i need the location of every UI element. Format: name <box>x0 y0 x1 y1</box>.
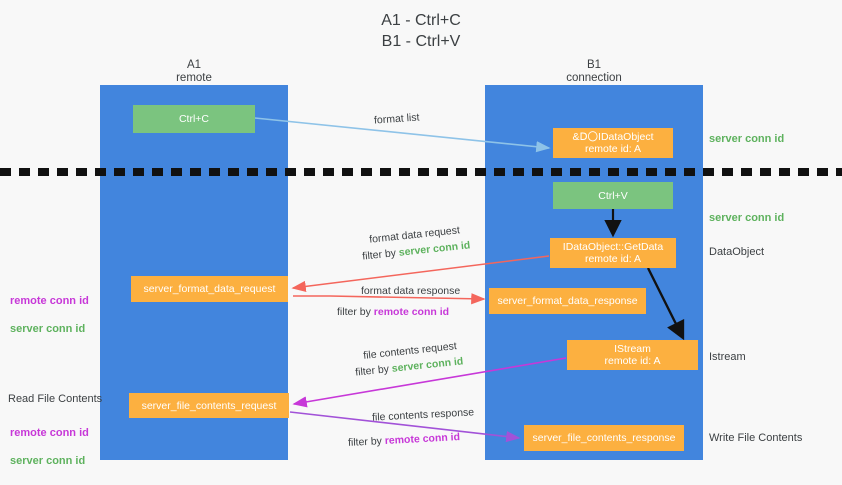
annotation-conn-ids-bottom: remote conn id server conn id <box>10 412 102 482</box>
annotation-server-conn-id-top: server conn id <box>709 133 785 145</box>
node-idataobject-getdata[interactable]: IDataObject::GetData remote id: A <box>550 238 676 268</box>
phase-divider-dashed-line <box>0 168 842 176</box>
lane-header-b1: B1 connection <box>566 59 622 84</box>
filter-value-remote-conn-id: remote conn id <box>373 306 450 318</box>
edge-file-contents-request <box>292 357 567 408</box>
edge-format-data-response <box>293 293 486 305</box>
annotation-server-conn-id-second: server conn id <box>709 212 785 224</box>
filter-prefix: filter by <box>347 435 386 449</box>
node-ctrl-c[interactable]: Ctrl+C <box>133 105 255 133</box>
node-idataobject[interactable]: &Ⅾ〇IDataObject remote id: A <box>553 128 673 158</box>
annotation-write-file-contents: Write File Contents <box>709 432 803 444</box>
annotation-server-conn-id-middle: server conn id <box>10 323 86 335</box>
filter-prefix: filter by <box>354 362 393 379</box>
annotation-server-conn-id-bottom: server conn id <box>10 455 86 467</box>
edge-file-contents-response <box>289 411 521 443</box>
filter-value-remote-conn-id: remote conn id <box>384 431 461 447</box>
filter-prefix: filter by <box>361 246 400 263</box>
annotation-read-file-contents: Read File Contents <box>8 393 103 405</box>
edge-format-data-request <box>291 255 550 292</box>
filter-prefix: filter by <box>337 306 374 318</box>
edge-label-format-data-response: format data response <box>361 285 461 297</box>
annotation-istream: Istream <box>709 351 746 363</box>
annotation-dataobject: DataObject <box>709 246 765 258</box>
edge-format-list <box>254 117 551 153</box>
node-server-file-contents-request[interactable]: server_file_contents_request <box>129 393 289 418</box>
lane-header-a1: A1 remote <box>176 59 212 84</box>
annotation-remote-conn-id-middle: remote conn id <box>10 295 89 307</box>
edge-getdata-to-istream <box>646 267 685 341</box>
page-title: A1 - Ctrl+C B1 - Ctrl+V <box>381 12 461 50</box>
node-server-format-data-request[interactable]: server_format_data_request <box>131 276 288 302</box>
annotation-remote-conn-id-bottom: remote conn id <box>10 427 89 439</box>
annotation-conn-ids-middle: remote conn id server conn id <box>10 280 100 350</box>
node-ctrl-v[interactable]: Ctrl+V <box>553 182 673 209</box>
edge-label-format-data-response-filter: filter by remote conn id <box>337 305 449 319</box>
node-server-file-contents-response[interactable]: server_file_contents_response <box>524 425 684 451</box>
node-istream[interactable]: IStream remote id: A <box>567 340 698 370</box>
node-server-format-data-response[interactable]: server_format_data_response <box>489 288 646 314</box>
